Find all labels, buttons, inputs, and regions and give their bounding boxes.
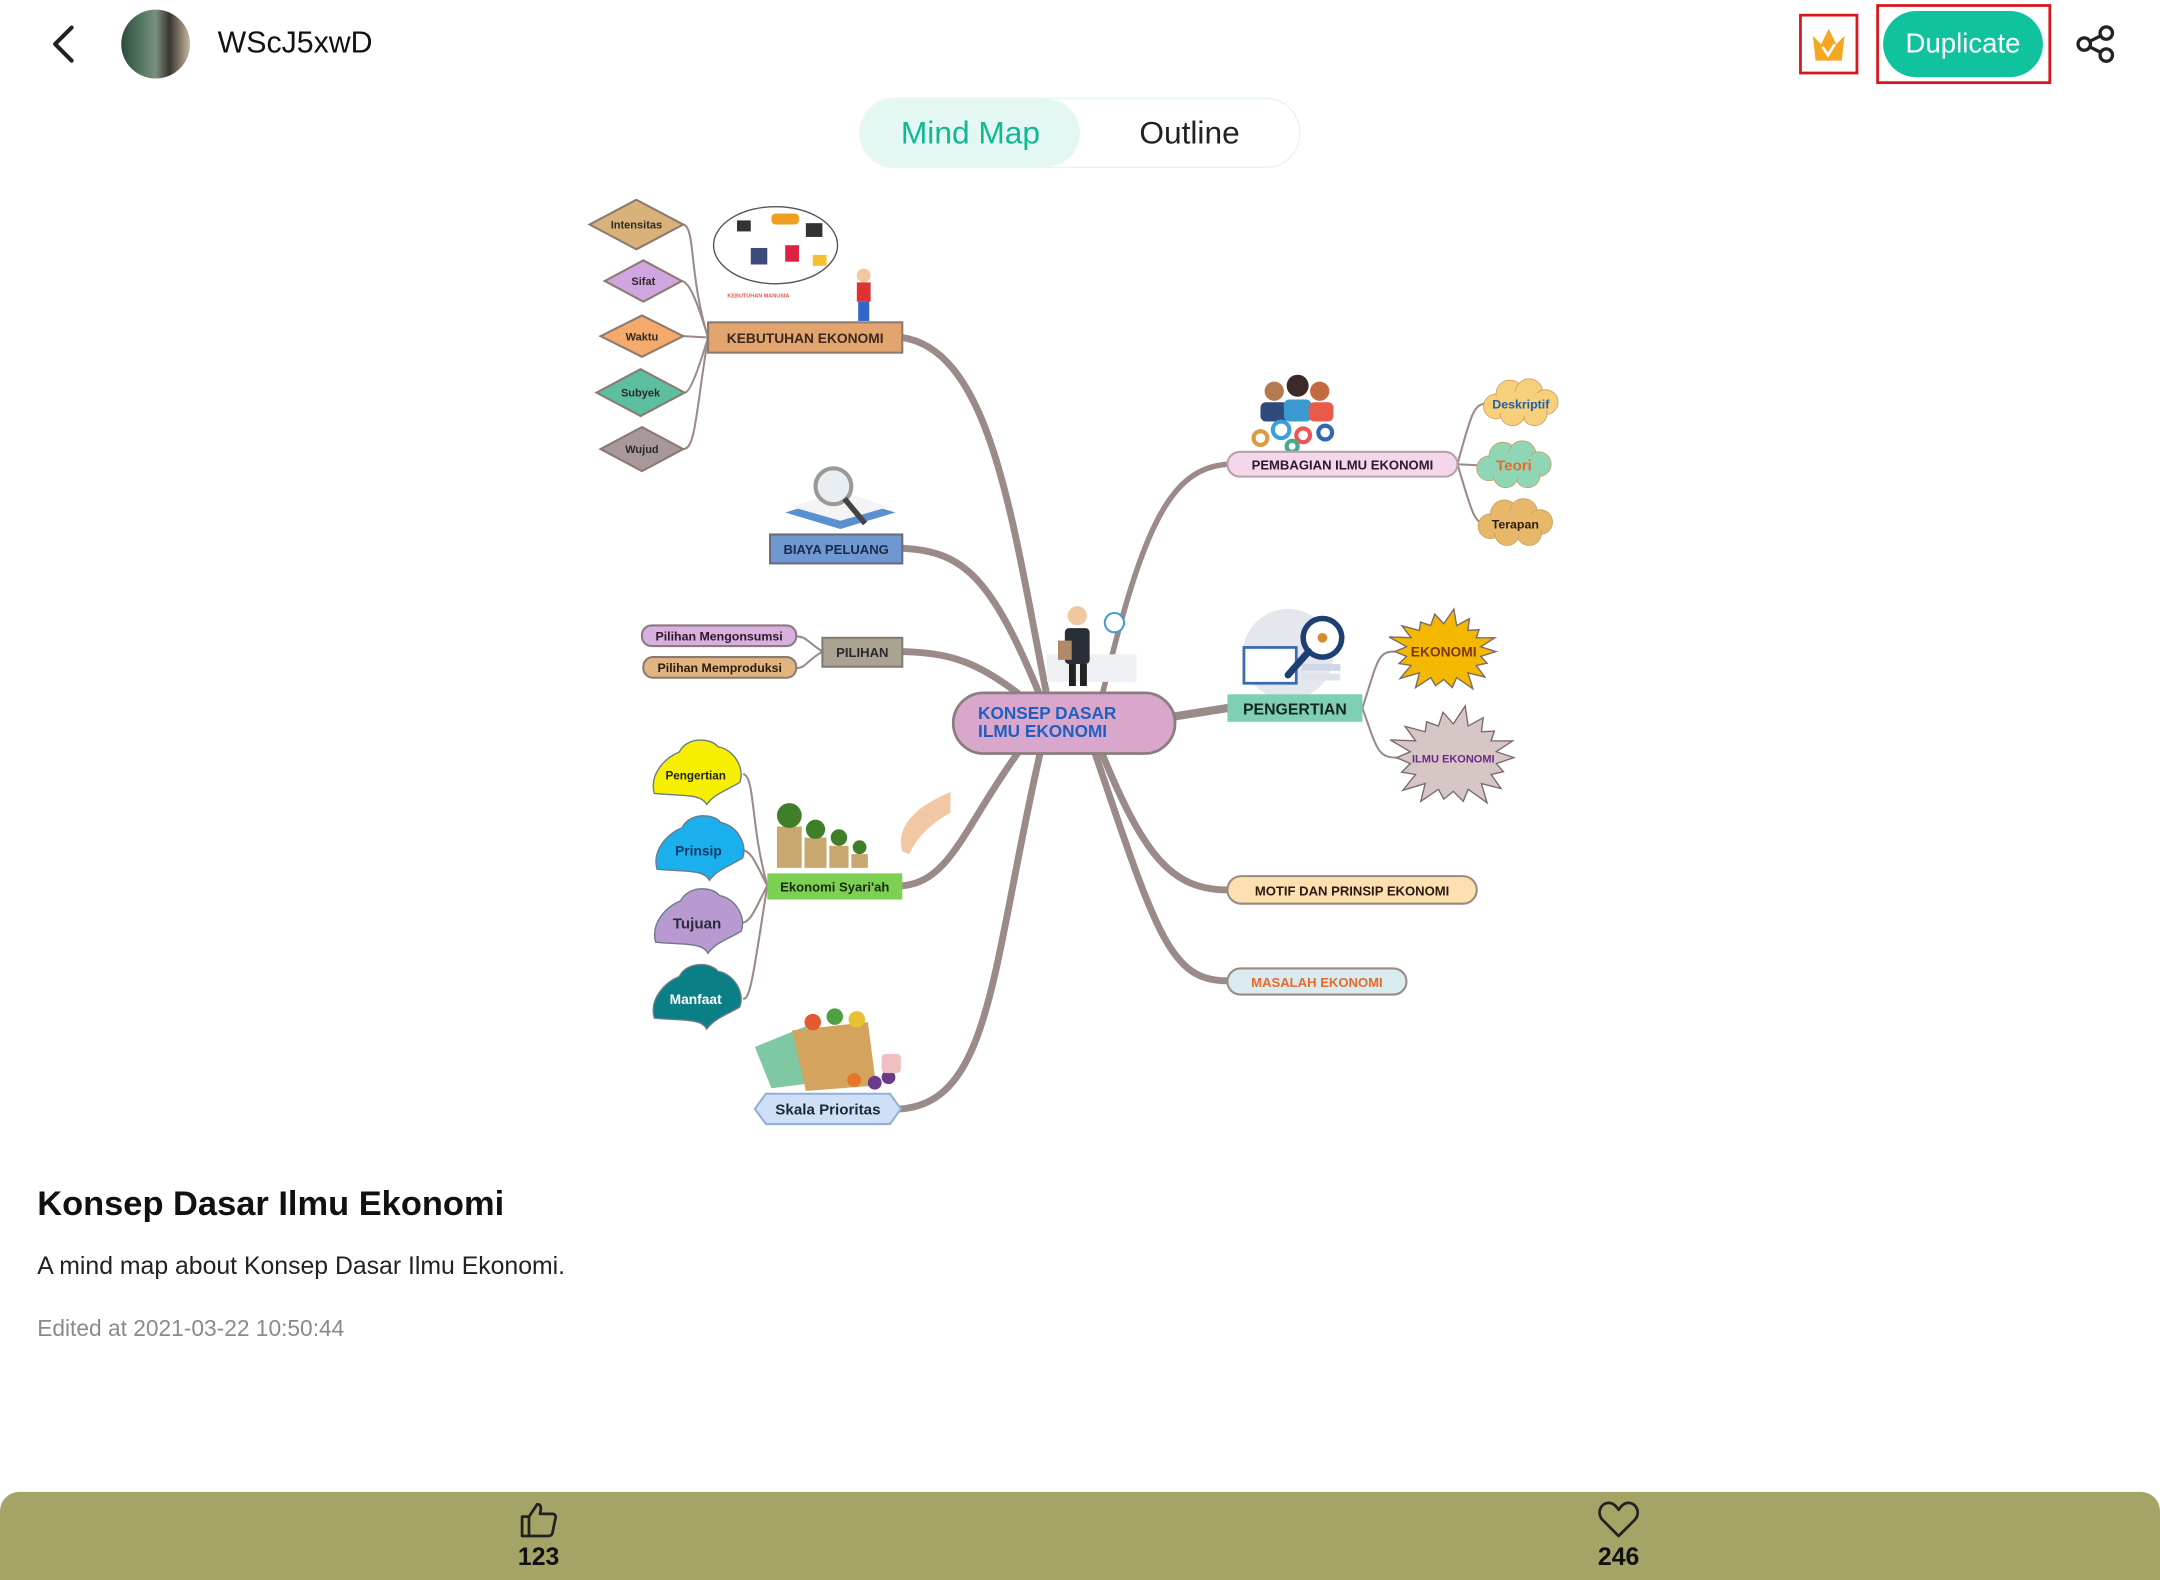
- username[interactable]: WScJ5xwD: [217, 24, 373, 60]
- subtopic-sifat[interactable]: Sifat: [602, 259, 685, 303]
- svg-text:PENGERTIAN: PENGERTIAN: [1243, 701, 1347, 718]
- share-icon[interactable]: [2075, 23, 2116, 64]
- svg-text:Pilihan Mengonsumsi: Pilihan Mengonsumsi: [655, 630, 782, 644]
- edited-timestamp: Edited at 2021-03-22 10:50:44: [37, 1316, 345, 1342]
- favorite-count: 246: [1597, 1542, 1640, 1571]
- tab-mind-map[interactable]: Mind Map: [860, 99, 1080, 167]
- heart-icon: [1598, 1501, 1639, 1538]
- money-trees-illustration: [776, 792, 951, 868]
- subtopic-terapan[interactable]: Terapan: [1477, 498, 1553, 546]
- node-label: Tujuan: [673, 915, 722, 932]
- subtopic-pengertian[interactable]: Pengertian: [652, 739, 742, 806]
- subtopic-teori[interactable]: Teori: [1476, 440, 1552, 489]
- svg-text:KEBUTUHAN EKONOMI: KEBUTUHAN EKONOMI: [727, 331, 884, 346]
- subtopic-prinsip[interactable]: Prinsip: [655, 815, 745, 882]
- svg-text:PEMBAGIAN ILMU EKONOMI: PEMBAGIAN ILMU EKONOMI: [1252, 458, 1434, 473]
- book-magnifier-illustration: [785, 466, 896, 529]
- search-laptop-illustration: [1242, 608, 1345, 700]
- subtopic-ekonomi[interactable]: EKONOMI: [1388, 607, 1499, 691]
- svg-text:Skala Prioritas: Skala Prioritas: [775, 1101, 880, 1118]
- thumbs-up-icon: [520, 1502, 558, 1538]
- favorite-button[interactable]: 246: [1564, 1500, 1674, 1572]
- svg-text:PILIHAN: PILIHAN: [836, 645, 888, 660]
- back-chevron-icon[interactable]: [41, 19, 88, 69]
- node-label: Deskriptif: [1492, 397, 1550, 411]
- node-label: EKONOMI: [1411, 644, 1477, 659]
- topic-kebutuhan-ekonomi[interactable]: KEBUTUHAN EKONOMI: [707, 321, 904, 354]
- topic-pengertian[interactable]: PENGERTIAN: [1227, 694, 1363, 722]
- topic-pilihan[interactable]: PILIHAN: [821, 636, 904, 668]
- node-label: Prinsip: [675, 843, 722, 858]
- node-label: Waktu: [626, 331, 659, 343]
- avatar[interactable]: [121, 9, 191, 79]
- tab-outline[interactable]: Outline: [1139, 114, 1240, 151]
- grocery-bag-illustration: [754, 1008, 901, 1092]
- subtopic-subyek[interactable]: Subyek: [594, 368, 687, 418]
- svg-text:Ekonomi Syari'ah: Ekonomi Syari'ah: [780, 879, 889, 894]
- businessman-illustration: [1046, 606, 1137, 687]
- branch-pengertian: [1170, 703, 1232, 721]
- node-label: Pengertian: [665, 770, 725, 783]
- topic-ekonomi-syariah[interactable]: Ekonomi Syari'ah: [767, 873, 903, 900]
- branch-syariah: [898, 747, 1023, 890]
- subtopic-manfaat[interactable]: Manfaat: [652, 963, 742, 1031]
- branch-motif: [1098, 750, 1231, 894]
- duplicate-highlight: [1876, 4, 2052, 85]
- svg-text:BIAYA PELUANG: BIAYA PELUANG: [783, 542, 888, 557]
- needs-illustration: KEBUTUHAN MANUSIA: [712, 205, 871, 321]
- subtopic-pilihan-memproduksi[interactable]: Pilihan Memproduksi: [642, 656, 798, 679]
- node-label: ILMU EKONOMI: [1412, 753, 1495, 765]
- central-topic[interactable]: KONSEP DASAR ILMU EKONOMI: [951, 691, 1177, 755]
- needs-caption: KEBUTUHAN MANUSIA: [727, 294, 789, 300]
- node-label: Sifat: [631, 276, 655, 288]
- topic-skala-prioritas[interactable]: Skala Prioritas: [753, 1092, 903, 1126]
- svg-text:Pilihan Memproduksi: Pilihan Memproduksi: [658, 661, 782, 675]
- like-count: 123: [517, 1542, 560, 1571]
- branch-biaya: [898, 544, 1044, 700]
- node-label: Manfaat: [670, 992, 722, 1007]
- subtopic-wujud[interactable]: Wujud: [598, 425, 686, 473]
- map-title: Konsep Dasar Ilmu Ekonomi: [37, 1184, 505, 1224]
- central-line-1: KONSEP DASAR: [978, 703, 1117, 723]
- footer-bar: 123 246: [0, 1491, 2160, 1580]
- crown-icon: [1812, 28, 1845, 61]
- topic-pembagian-ilmu-ekonomi[interactable]: PEMBAGIAN ILMU EKONOMI: [1226, 450, 1459, 478]
- topic-masalah-ekonomi[interactable]: MASALAH EKONOMI: [1226, 967, 1408, 996]
- topic-biaya-peluang[interactable]: BIAYA PELUANG: [769, 533, 904, 565]
- central-line-2: ILMU EKONOMI: [978, 721, 1107, 741]
- duplicate-button[interactable]: Duplicate: [1883, 11, 2043, 78]
- branch-pilihan: [898, 648, 1030, 704]
- node-label: Terapan: [1492, 517, 1539, 531]
- premium-crown-button[interactable]: [1799, 13, 1859, 75]
- view-toggle: Mind Map Outline: [859, 97, 1301, 169]
- subtopic-pilihan-mengonsumsi[interactable]: Pilihan Mengonsumsi: [640, 624, 798, 648]
- node-label: Intensitas: [611, 220, 662, 232]
- node-label: Wujud: [625, 444, 658, 456]
- people-gears-illustration: [1251, 374, 1335, 454]
- branch-masalah: [1091, 750, 1231, 985]
- subtopic-waktu[interactable]: Waktu: [598, 314, 686, 358]
- branch-skala: [897, 750, 1044, 1113]
- node-label: Subyek: [621, 388, 661, 400]
- node-label: Teori: [1496, 457, 1532, 474]
- like-button[interactable]: 123: [484, 1500, 594, 1572]
- topic-motif-prinsip[interactable]: MOTIF DAN PRINSIP EKONOMI: [1226, 875, 1478, 905]
- svg-text:MOTIF DAN PRINSIP EKONOMI: MOTIF DAN PRINSIP EKONOMI: [1255, 883, 1450, 898]
- subtopic-tujuan[interactable]: Tujuan: [653, 888, 744, 955]
- svg-text:MASALAH EKONOMI: MASALAH EKONOMI: [1251, 975, 1383, 990]
- branch-pembagian: [1099, 461, 1231, 699]
- subtopic-ilmu-ekonomi[interactable]: ILMU EKONOMI: [1389, 704, 1517, 805]
- branch-kebutuhan: [898, 334, 1051, 700]
- subtopic-deskriptif[interactable]: Deskriptif: [1483, 378, 1559, 427]
- map-description: A mind map about Konsep Dasar Ilmu Ekono…: [37, 1252, 566, 1280]
- subtopic-intensitas[interactable]: Intensitas: [587, 198, 686, 251]
